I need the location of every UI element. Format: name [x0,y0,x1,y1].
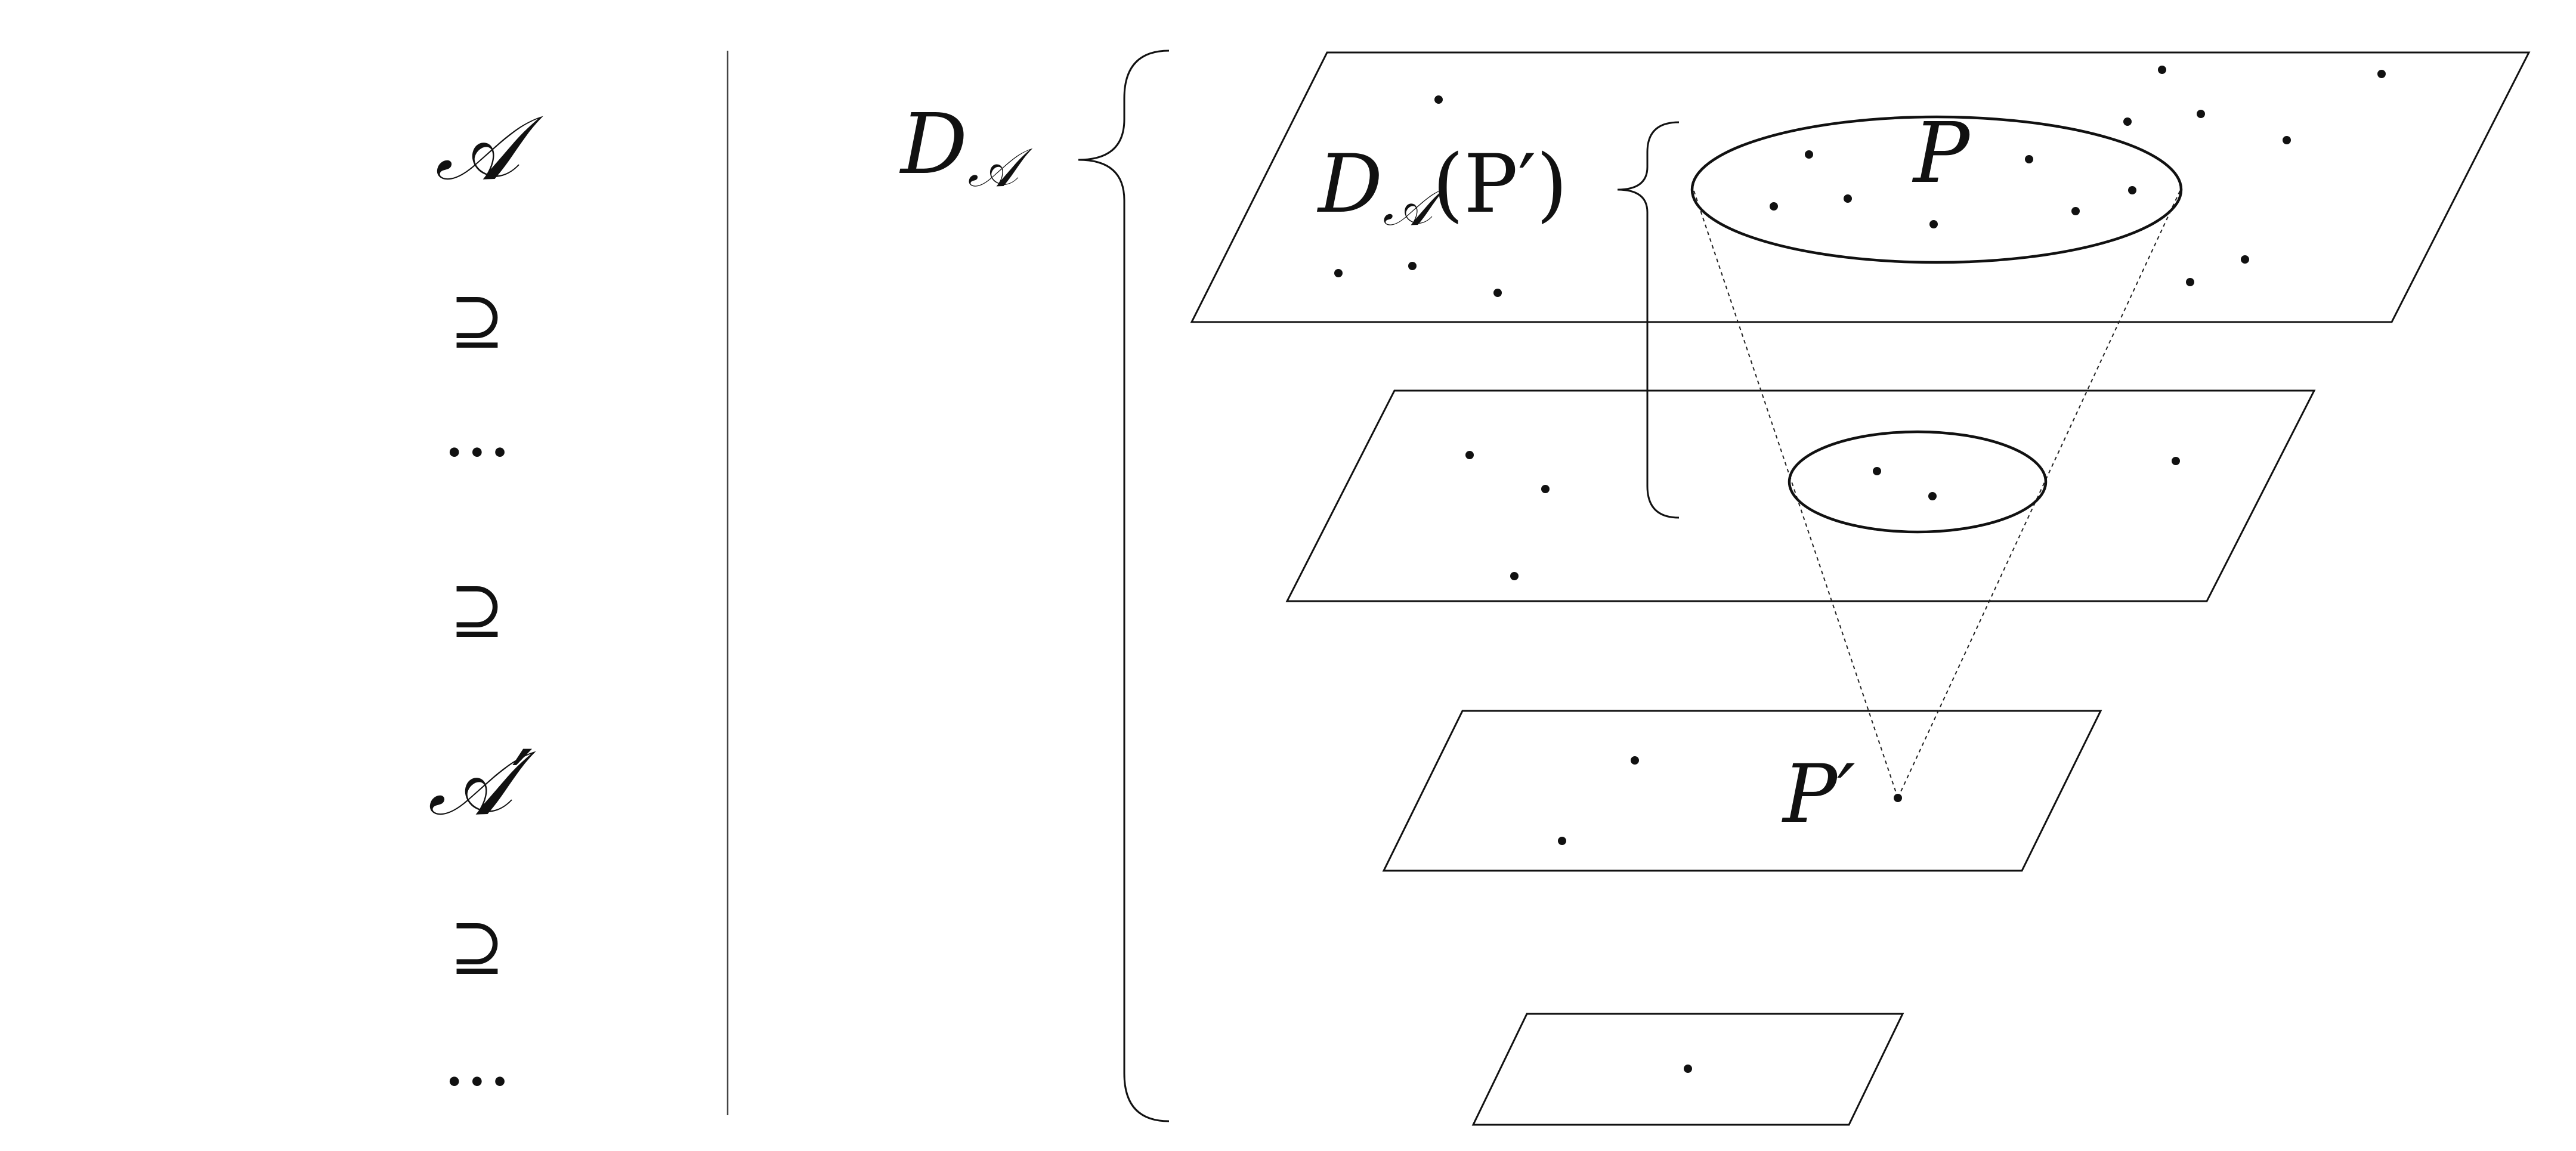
point [2197,110,2205,118]
bottom-layer-points [1684,1065,1692,1073]
point [1408,262,1417,270]
P-label: P [1912,105,1971,202]
point [1770,202,1778,211]
point [1434,95,1443,104]
point [1684,1065,1692,1073]
point [1465,451,1474,459]
point [1873,467,1881,475]
point [1928,492,1937,500]
P-ellipse [1690,115,2183,264]
point [2283,136,2291,144]
point [2025,155,2033,163]
point [2158,66,2166,74]
point [2123,117,2132,126]
set-A-label: 𝒜 [435,97,543,200]
third-layer-plane [1382,710,2102,872]
ellipsis-2: ··· [443,1041,511,1124]
supseteq-symbol-1: ⊇ [450,282,505,358]
cone-right-edge [1897,190,2181,799]
point [1541,485,1550,493]
bottom-layer-plane [1471,1013,1904,1126]
D-A-brace [1078,49,1170,1122]
top-layer-plane [1190,51,2531,323]
point [2186,278,2194,286]
P-prime-label: P′ [1781,747,1856,841]
second-layer-points [1465,451,2180,580]
third-layer-points [1558,756,1902,845]
point [1510,572,1519,580]
supseteq-symbol-3: ⊇ [450,908,505,985]
second-layer-plane [1285,389,2316,602]
supseteq-symbol-2: ⊇ [450,571,505,648]
second-layer-ellipse [1788,430,2048,534]
cone-left-edge [1693,190,1898,799]
ellipsis-1: ··· [443,411,511,494]
point [1631,756,1639,765]
D-A-P-prime-label: D𝒜(P′) [1316,137,1567,237]
point [2377,70,2386,78]
point [1805,150,1813,159]
D-A-label: D𝒜 [899,96,1033,199]
point [1558,837,1566,845]
point [2172,457,2180,465]
point [1844,194,1852,203]
point [1334,269,1343,277]
point [2071,207,2080,215]
point [2241,255,2249,264]
top-layer-points [1334,66,2386,297]
D-A-P-prime-brace [1617,121,1680,519]
point [1929,220,1938,228]
point [2128,186,2136,194]
set-A-prime-label: 𝒜′ [428,732,536,836]
P-prime-point [1894,794,1902,802]
point [1493,289,1502,297]
